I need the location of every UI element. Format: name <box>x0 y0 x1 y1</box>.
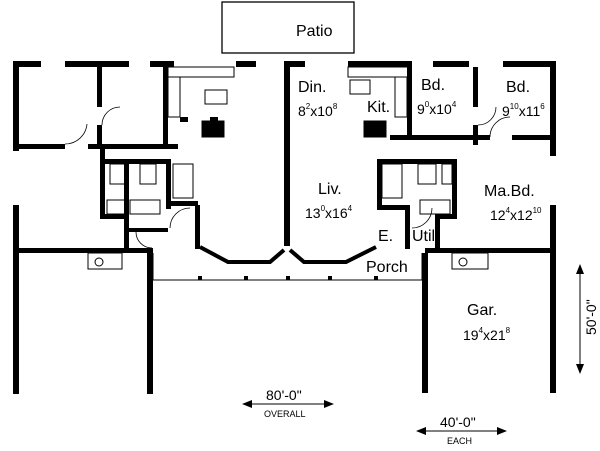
interior-walls-left <box>19 67 225 249</box>
door-swings <box>64 106 511 249</box>
garage-label: Gar. <box>467 302 497 319</box>
each-dimension: 40'-0" EACH <box>416 414 507 446</box>
each-width: 40'-0" <box>440 414 476 430</box>
patio-label: Patio <box>296 23 333 40</box>
depth-value: 50'-0" <box>583 299 599 335</box>
living-label: Liv. <box>318 181 342 198</box>
each-caption: EACH <box>447 436 472 446</box>
bed1-size: 90x104 <box>417 100 457 117</box>
dining-size: 82x108 <box>298 102 338 119</box>
master-label: Ma.Bd. <box>484 183 535 200</box>
dining-label: Din. <box>298 79 326 96</box>
patio-outline <box>221 1 355 54</box>
entry-label: E. <box>378 228 393 245</box>
overall-caption: OVERALL <box>264 409 306 419</box>
fixtures <box>87 66 489 270</box>
garage-walls <box>13 253 556 394</box>
living-size: 130x164 <box>305 204 353 221</box>
bed2-label: Bd. <box>506 79 530 96</box>
overall-width: 80'-0" <box>266 387 302 403</box>
depth-dimension: 50'-0" <box>576 264 599 374</box>
bed2-size: 910x116 <box>502 102 545 119</box>
interior-walls-right <box>363 67 556 249</box>
porch-label: Porch <box>366 259 408 276</box>
exterior-walls <box>13 61 556 255</box>
bed1-label: Bd. <box>421 77 445 94</box>
front-entry-walls <box>198 245 378 280</box>
room-labels: Patio Din. 82x108 Kit. Bd. 90x104 Bd. 91… <box>296 23 545 343</box>
garage-size: 194x218 <box>463 326 511 343</box>
kitchen-label: Kit. <box>367 99 390 116</box>
overall-dimension: 80'-0" OVERALL <box>242 387 334 419</box>
master-size: 124x1210 <box>490 206 542 223</box>
utility-label: Util. <box>412 228 440 245</box>
